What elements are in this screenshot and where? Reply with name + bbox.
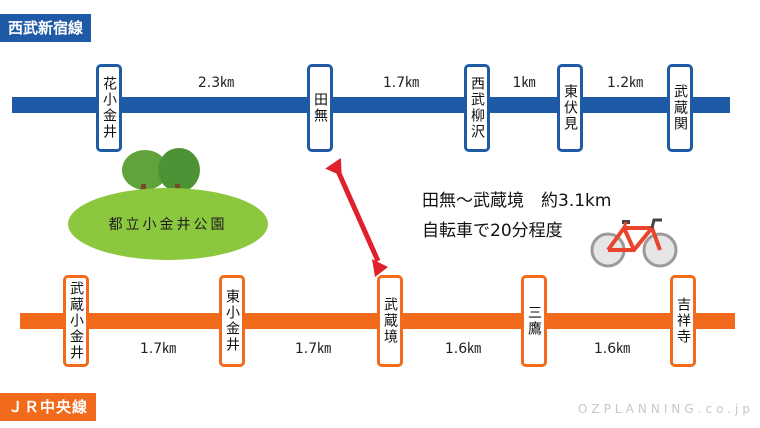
distance-label: 1.7㎞: [382, 75, 420, 91]
distance-label: 1㎞: [512, 75, 536, 91]
distance-label: 1.6㎞: [444, 341, 482, 357]
arrow-head-bottom: [372, 259, 388, 277]
station-kichijoji: 吉祥寺: [670, 275, 696, 367]
station-musashi-sakai: 武蔵境: [377, 275, 403, 367]
watermark: OZPLANNING.co.jp: [577, 402, 754, 416]
station-musashi-koganei: 武蔵小金井: [63, 275, 89, 367]
route-distance-text: 田無～武蔵境 約3.1km: [422, 191, 612, 211]
station-mitaka: 三鷹: [521, 275, 547, 367]
station-higashi-koganei: 東小金井: [219, 275, 245, 367]
park-name: 都立小金井公園: [108, 217, 228, 233]
station-seibu-yagisawa: 西武柳沢: [464, 64, 490, 152]
double-arrow-icon: [325, 158, 388, 277]
seibu-line-label: 西武新宿線: [0, 14, 92, 42]
station-musashi-seki: 武蔵関: [667, 64, 693, 152]
arrow-head-top: [325, 158, 342, 176]
seibu-line-track: [12, 97, 730, 113]
park-area: [68, 188, 268, 260]
station-tanashi: 田無: [307, 64, 333, 152]
distance-label: 2.3㎞: [197, 75, 235, 91]
bicycle-icon: [590, 218, 678, 268]
station-higashi-fushimi: 東伏見: [557, 64, 583, 152]
station-hanakoganei: 花小金井: [96, 64, 122, 152]
jr-line-label: ＪＲ中央線: [0, 393, 97, 421]
route-time-text: 自転車で20分程度: [422, 221, 563, 241]
distance-label: 1.7㎞: [139, 341, 177, 357]
arrow-shaft: [335, 169, 381, 263]
distance-label: 1.6㎞: [593, 341, 631, 357]
distance-label: 1.2㎞: [606, 75, 644, 91]
distance-label: 1.7㎞: [294, 341, 332, 357]
